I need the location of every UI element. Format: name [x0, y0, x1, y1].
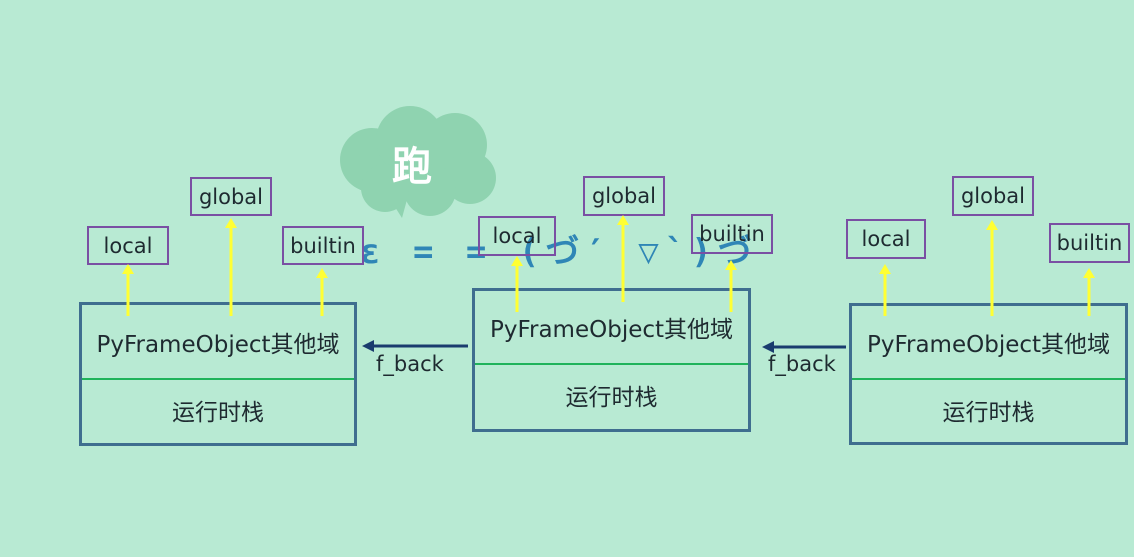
frame-3-builtin-tag: builtin: [1049, 223, 1130, 263]
frame-3: PyFrameObject其他域 运行时栈: [849, 303, 1128, 445]
frame-2-global-tag: global: [583, 176, 665, 216]
frame-1: PyFrameObject其他域 运行时栈: [79, 302, 357, 446]
frame-1-builtin-tag: builtin: [282, 226, 364, 265]
frame-1-bottom-label: 运行时栈: [172, 400, 264, 426]
frame-1-local-tag: local: [87, 226, 169, 265]
frame-2-local-tag: local: [478, 216, 556, 256]
frame-2-top-label: PyFrameObject其他域: [475, 291, 748, 365]
frame-3-global-tag: global: [952, 176, 1034, 216]
f-back-label-2: f_back: [768, 352, 836, 376]
frame-2-builtin-tag: builtin: [691, 214, 773, 254]
frame-2: PyFrameObject其他域 运行时栈: [472, 288, 751, 432]
f-back-label-1: f_back: [376, 352, 444, 376]
frame-1-top-label: PyFrameObject其他域: [82, 305, 354, 380]
frame-1-global-tag: global: [190, 177, 272, 216]
frame-2-bottom-label: 运行时栈: [565, 385, 658, 411]
frame-3-local-tag: local: [846, 219, 926, 259]
frame-3-bottom-label: 运行时栈: [942, 399, 1035, 426]
cloud-text: 跑: [392, 144, 432, 190]
frame-3-top-label: PyFrameObject其他域: [852, 306, 1125, 380]
